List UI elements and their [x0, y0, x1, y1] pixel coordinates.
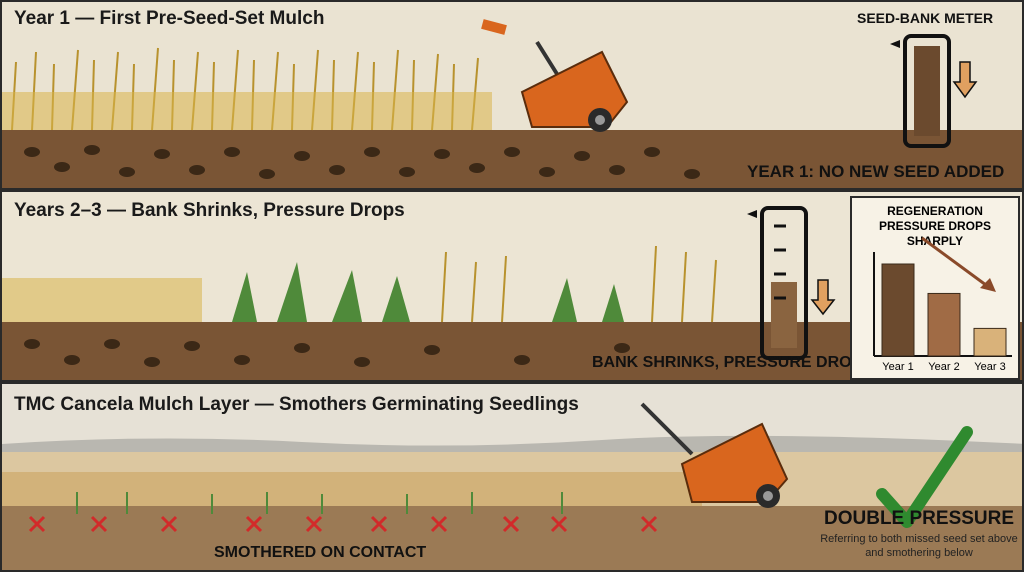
- seed-bank-meter: [903, 34, 951, 148]
- smothered-x-icons: [28, 515, 658, 533]
- pressure-bar-chart: REGENERATION PRESSURE DROPS SHARPLY Year…: [850, 196, 1020, 380]
- panel-3-illustration: [2, 384, 1022, 570]
- bar-year-3: [973, 327, 1007, 357]
- mulcher-machine-1: [481, 19, 629, 132]
- result-title: DOUBLE PRESSURE: [824, 508, 1015, 529]
- seed-bank-dots: [24, 145, 700, 179]
- trend-arrow-line: [921, 236, 991, 290]
- panel-year-1: Year 1 — First Pre-Seed-Set Mulch SEED-B…: [0, 0, 1024, 190]
- tick-label: Year 3: [974, 361, 1005, 373]
- seedlings: [76, 492, 563, 514]
- seed-bank-dots: [24, 339, 630, 367]
- down-arrow-icon: [810, 279, 836, 316]
- meter-marker-icon: [890, 40, 900, 48]
- panel-caption: SMOTHERED ON CONTACT: [214, 544, 427, 561]
- mulch-layer: [2, 472, 702, 506]
- panel-caption: YEAR 1: NO NEW SEED ADDED: [747, 162, 1005, 181]
- down-arrow-icon: [952, 61, 978, 99]
- meter-label: SEED-BANK METER: [857, 10, 994, 26]
- panel-years-2-3: Years 2–3 — Bank Shrinks, Pressure Drops…: [0, 190, 1024, 382]
- panel-mulch-layer: TMC Cancela Mulch Layer — Smothers Germi…: [0, 382, 1024, 572]
- sparse-wheat: [441, 245, 717, 323]
- check-mark-icon: [876, 426, 973, 528]
- panel-title: TMC Cancela Mulch Layer — Smothers Germi…: [14, 394, 579, 415]
- wheat-band: [2, 278, 202, 322]
- meter-fill: [914, 46, 940, 136]
- panel-caption: BANK SHRINKS, PRESSURE DROPS: [592, 354, 873, 371]
- result-note: Referring to both missed seed set above …: [820, 533, 1018, 559]
- meter-fill: [771, 282, 797, 348]
- chart-title: REGENERATION PRESSURE DROPS SHARPLY: [878, 204, 992, 248]
- mulcher-machine-3: [640, 402, 789, 508]
- soil-layer: [2, 130, 1022, 188]
- bar-year-2: [927, 292, 961, 357]
- seed-bank-meter: [760, 206, 808, 360]
- tick-label: Year 2: [928, 361, 959, 373]
- trend-arrow-head-icon: [980, 278, 996, 292]
- wheat-band: [2, 92, 492, 130]
- panel-title: Years 2–3 — Bank Shrinks, Pressure Drops: [14, 200, 405, 221]
- tick-label: Year 1: [882, 361, 913, 373]
- chart-plot: Year 1 Year 2 Year 3: [873, 236, 1012, 373]
- bar-year-1: [881, 263, 915, 357]
- meter-marker-icon: [747, 210, 757, 218]
- panel-1-illustration: [2, 2, 1022, 188]
- panel-title: Year 1 — First Pre-Seed-Set Mulch: [14, 8, 325, 29]
- meter-ticks: [774, 224, 786, 300]
- green-weeds: [232, 262, 624, 322]
- soil-layer: [2, 506, 1022, 570]
